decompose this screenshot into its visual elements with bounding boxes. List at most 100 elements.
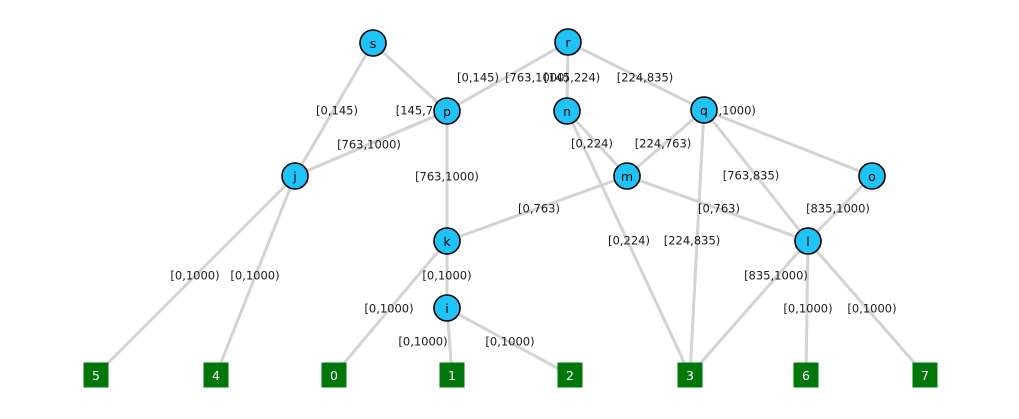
- graph-edge: [806, 240, 927, 376]
- leaf-node-shape: [793, 362, 819, 388]
- leaf-node[interactable]: 6: [793, 362, 819, 388]
- leaf-node[interactable]: 3: [677, 362, 703, 388]
- node-label: 5: [92, 368, 100, 383]
- graph-edge: [293, 42, 375, 177]
- edge-label: [763,1000): [415, 170, 479, 184]
- internal-node[interactable]: q: [690, 96, 718, 124]
- edge-label: [0,145): [457, 71, 499, 85]
- leaf-node[interactable]: 7: [912, 362, 938, 388]
- node-label: 3: [686, 368, 694, 383]
- internal-node-shape: [858, 162, 886, 190]
- graph-edge: [446, 306, 571, 377]
- edge-label: [763,835): [723, 169, 780, 183]
- node-label: m: [621, 169, 633, 184]
- internal-node[interactable]: s: [359, 29, 387, 57]
- leaf-node[interactable]: 1: [439, 362, 465, 388]
- graph-edge: [294, 109, 448, 178]
- graph-edge: [214, 175, 297, 376]
- leaf-node-shape: [557, 362, 583, 388]
- leaf-node[interactable]: 4: [203, 362, 229, 388]
- graph-edge: [446, 40, 569, 113]
- graph-edge: [626, 108, 705, 178]
- internal-node[interactable]: m: [613, 162, 641, 190]
- graph-edge: [565, 109, 629, 178]
- nodes-layer: s r p n q j m o k l i 5 4 0 1 2 3 6 7: [83, 28, 938, 388]
- leaf-node-shape: [439, 362, 465, 388]
- node-label: o: [868, 169, 876, 184]
- edge-label: [0,1000): [783, 302, 832, 316]
- node-label: k: [443, 234, 451, 249]
- graph-edge: [565, 110, 692, 376]
- internal-node-shape: [613, 162, 641, 190]
- edge-label: [224,835): [617, 71, 674, 85]
- internal-node[interactable]: o: [858, 162, 886, 190]
- edge-label: [763,1000): [505, 71, 569, 85]
- internal-node-shape: [433, 227, 461, 255]
- leaf-node[interactable]: 0: [321, 362, 347, 388]
- graph-edge: [806, 174, 874, 243]
- graph-edge: [567, 40, 705, 112]
- node-label: q: [700, 103, 708, 118]
- node-label: s: [370, 36, 377, 51]
- leaf-node[interactable]: 5: [83, 362, 109, 388]
- internal-node[interactable]: k: [433, 227, 461, 255]
- edge-label: [763,1000): [337, 138, 401, 152]
- node-label: r: [565, 35, 571, 50]
- node-label: l: [806, 234, 809, 249]
- internal-node-shape: [553, 97, 581, 125]
- node-label: 0: [330, 368, 338, 383]
- edge-label: [0,224): [571, 137, 613, 151]
- edge-label: [0,763): [518, 202, 560, 216]
- node-label: 6: [802, 368, 810, 383]
- graph-edge: [94, 174, 297, 377]
- edge-label: [835,1000): [744, 269, 808, 283]
- leaf-node-shape: [203, 362, 229, 388]
- internal-node-shape: [433, 97, 461, 125]
- internal-node[interactable]: p: [433, 97, 461, 125]
- internal-node-shape: [794, 227, 822, 255]
- graph-edge: [332, 240, 449, 376]
- internal-node[interactable]: n: [553, 97, 581, 125]
- edge-label: [224,763): [635, 137, 692, 151]
- internal-node-shape: [281, 162, 309, 190]
- graph-edge: [626, 174, 809, 243]
- internal-node-shape: [433, 294, 461, 322]
- node-label: 2: [566, 368, 574, 383]
- edge-label: [0,1000): [422, 269, 471, 283]
- graph-edge: [446, 174, 628, 243]
- graph-edge: [804, 240, 810, 376]
- leaf-node-shape: [321, 362, 347, 388]
- node-label: 1: [448, 368, 456, 383]
- edge-label: [0,1000): [398, 335, 447, 349]
- graph-edge: [702, 109, 810, 242]
- leaf-node[interactable]: 2: [557, 362, 583, 388]
- edge-label: [0,1000): [230, 269, 279, 283]
- edge-label: [0,1000): [847, 302, 896, 316]
- edge-label: [224,835): [664, 234, 721, 248]
- edge-label: [0,1000): [485, 335, 534, 349]
- internal-node[interactable]: i: [433, 294, 461, 322]
- graph-edge: [371, 41, 449, 113]
- internal-node[interactable]: j: [281, 162, 309, 190]
- node-label: j: [292, 169, 296, 184]
- node-label: p: [443, 104, 451, 119]
- edge-label: [835,1000): [806, 202, 870, 216]
- leaf-node-shape: [677, 362, 703, 388]
- node-label: 7: [921, 368, 929, 383]
- internal-node-shape: [359, 29, 387, 57]
- internal-node[interactable]: l: [794, 227, 822, 255]
- node-label: 4: [212, 368, 220, 383]
- graph-edge: [688, 240, 810, 376]
- internal-node[interactable]: r: [554, 28, 582, 56]
- graph-edge: [703, 108, 873, 178]
- edges-layer: [94, 40, 927, 377]
- edge-labels-layer: [0,145)[0,145)[763,1000)[145,224)[224,83…: [170, 71, 896, 349]
- graph-edge: [688, 109, 706, 376]
- leaf-node-shape: [912, 362, 938, 388]
- edge-label: [0,1000): [364, 302, 413, 316]
- edge-label: [0,224): [608, 234, 650, 248]
- edge-label: [0,1000): [170, 269, 219, 283]
- internal-node-shape: [690, 96, 718, 124]
